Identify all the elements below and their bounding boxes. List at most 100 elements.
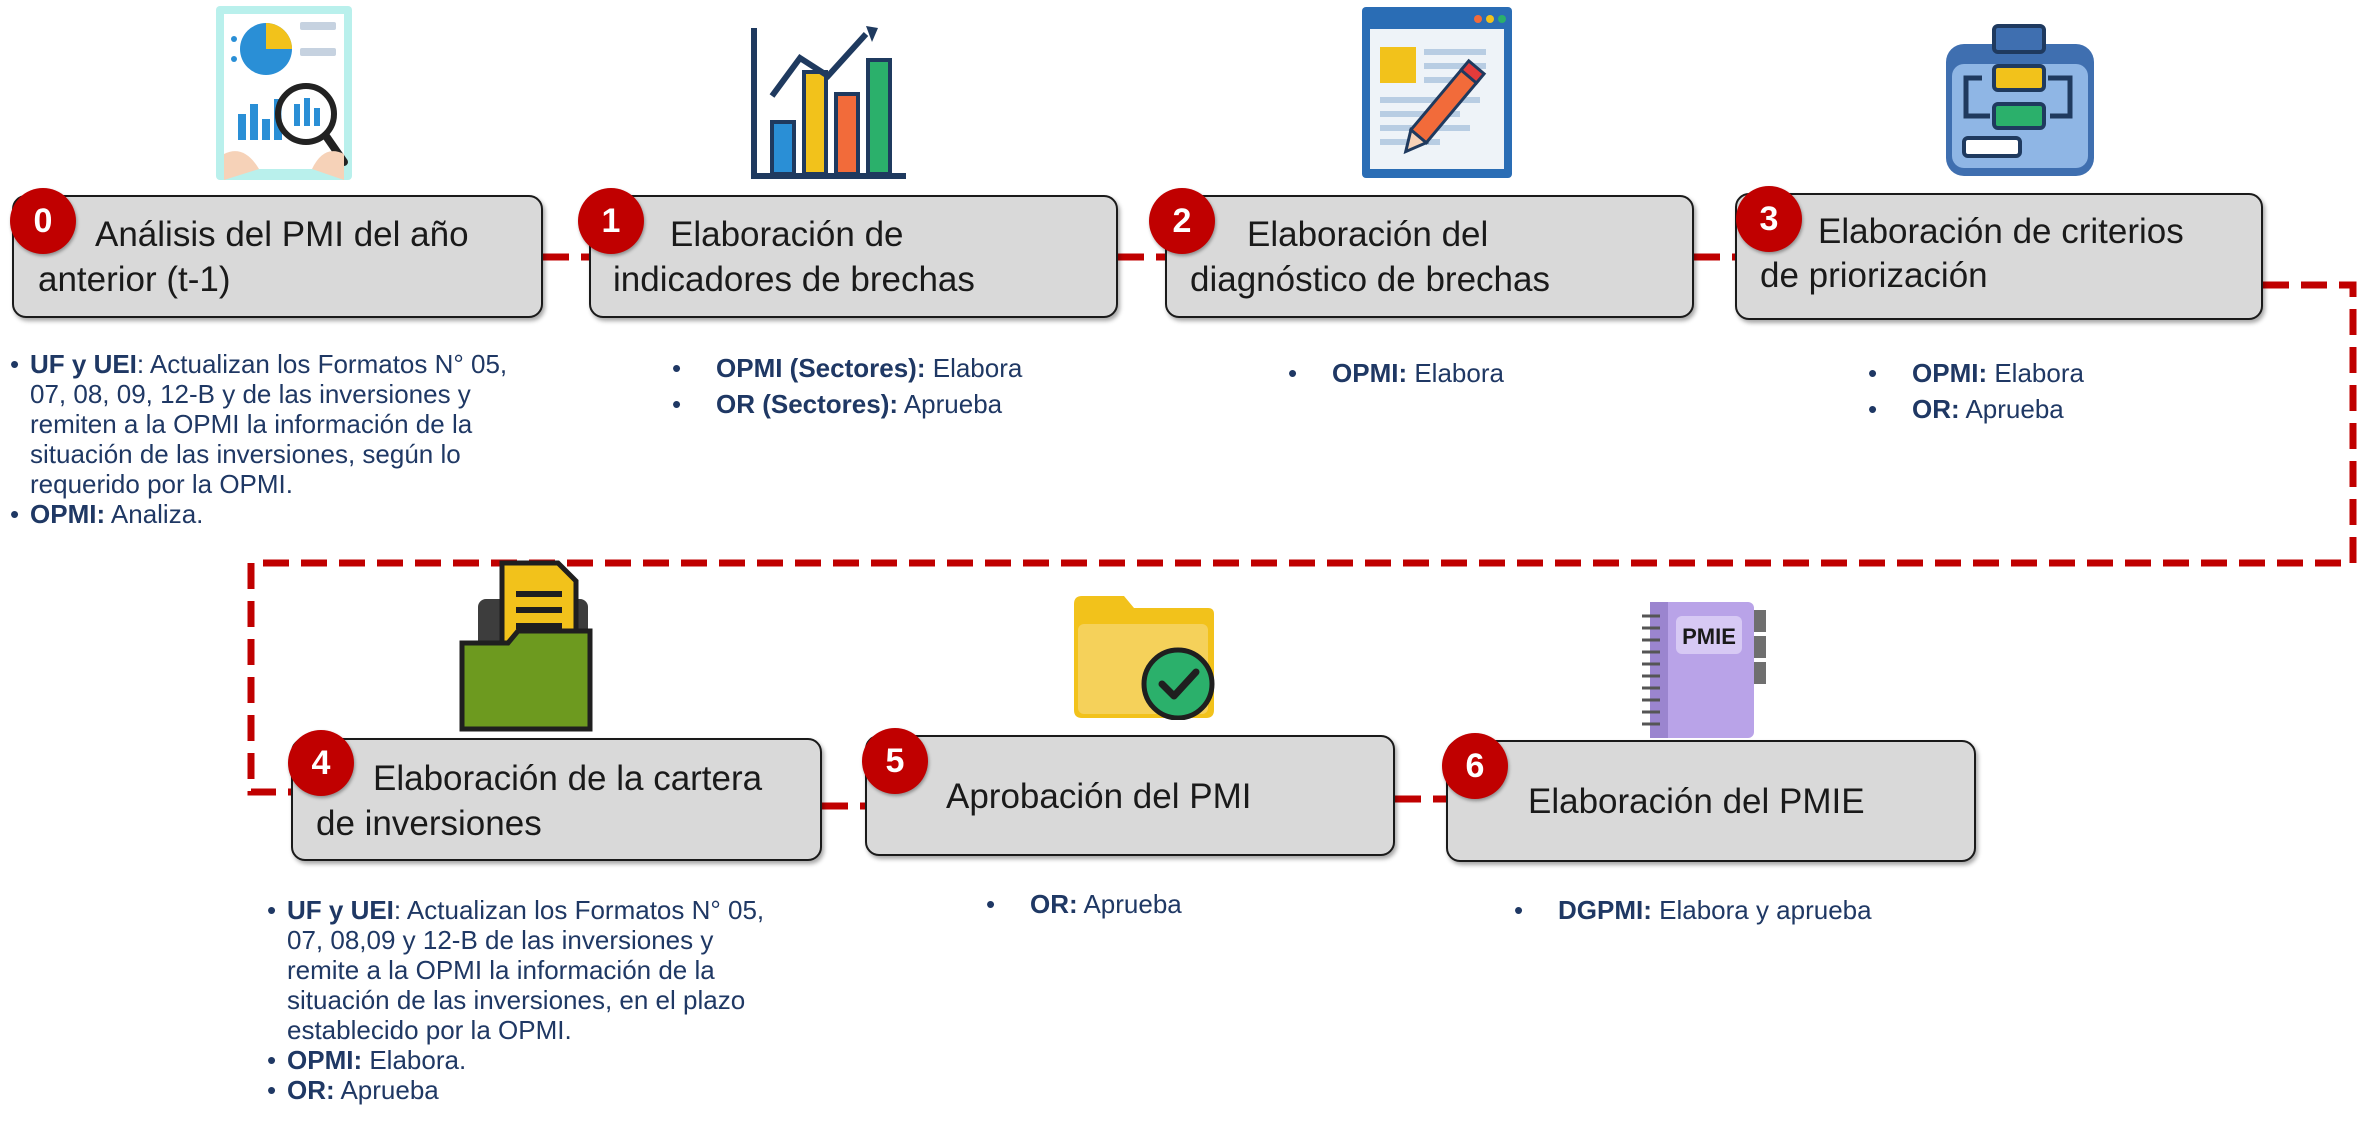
step-1-box bbox=[589, 195, 1118, 318]
step-3-description: • OPMI: Elabora • OR: Aprueba bbox=[1868, 358, 2084, 430]
description-text: Elabora bbox=[925, 353, 1023, 383]
description-text: Elabora. bbox=[362, 1045, 467, 1075]
description-line: •UF y UEI: Actualizan los Formatos N° 05… bbox=[10, 349, 507, 379]
connector-3-4 bbox=[247, 281, 2357, 796]
description-line: • UF y UEI: Actualizan los Formatos N° 05… bbox=[267, 895, 764, 925]
description-line: situación de las inversiones, en el plaz… bbox=[267, 985, 764, 1015]
description-line: establecido por la OPMI. bbox=[267, 1015, 764, 1045]
bullet-marker: • bbox=[986, 889, 996, 919]
description-text: situación de las inversiones, en el plaz… bbox=[287, 985, 746, 1015]
description-line: • OR: Aprueba bbox=[986, 889, 1182, 919]
bullet-marker: • bbox=[1514, 895, 1524, 925]
step-6-box bbox=[1446, 740, 1976, 862]
description-role: OR: bbox=[1030, 889, 1078, 919]
bullet-marker: • bbox=[1288, 358, 1298, 388]
step-4-badge: 4 bbox=[288, 730, 354, 796]
step-6-badge: 6 bbox=[1442, 733, 1508, 799]
step-3-badge: 3 bbox=[1736, 186, 1802, 252]
bar-chart-growth-icon bbox=[748, 24, 908, 180]
description-line: remiten a la OPMI la información de la bbox=[10, 409, 507, 439]
step-6-title-line-1: Elaboración del PMIE bbox=[1528, 782, 1865, 821]
description-line: •OR: Aprueba bbox=[267, 1075, 764, 1105]
document-pencil-icon bbox=[1360, 5, 1514, 180]
description-text: requerido por la OPMI. bbox=[30, 469, 294, 499]
description-text: Analiza. bbox=[105, 499, 204, 529]
step-6-description: • DGPMI: Elabora y aprueba bbox=[1514, 895, 1872, 931]
step-2-box bbox=[1165, 195, 1694, 318]
description-line: • DGPMI: Elabora y aprueba bbox=[1514, 895, 1872, 925]
description-line: • OR (Sectores): Aprueba bbox=[672, 389, 1022, 419]
step-0-badge: 0 bbox=[10, 188, 76, 254]
description-text: remite a la OPMI la información de la bbox=[287, 955, 715, 985]
folder-documents-icon bbox=[458, 557, 594, 733]
pmie-icon-label: PMIE bbox=[1682, 624, 1736, 649]
description-text: Aprueba bbox=[1077, 889, 1182, 919]
bullet-marker: • bbox=[267, 1075, 277, 1105]
flowchart-icon bbox=[1942, 24, 2098, 180]
description-line: • OPMI: Elabora bbox=[1288, 358, 1504, 388]
description-role: OPMI: bbox=[1912, 358, 1988, 388]
description-role: OPMI: bbox=[287, 1045, 363, 1075]
description-line: remite a la OPMI la información de la bbox=[267, 955, 764, 985]
folder-check-icon bbox=[1072, 594, 1216, 721]
description-text: Elabora bbox=[1407, 358, 1504, 388]
step-3-title-line-2: de priorización bbox=[1760, 256, 1988, 295]
description-line: • OPMI (Sectores): Elabora bbox=[672, 353, 1022, 383]
step-4-title-line-1: Elaboración de la cartera bbox=[373, 759, 763, 798]
description-line: • OPMI: Analiza. bbox=[10, 499, 507, 529]
description-line: • OPMI: Elabora. bbox=[267, 1045, 764, 1075]
step-1-description: • OPMI (Sectores): Elabora • OR (Sectores):… bbox=[672, 353, 1022, 425]
description-role: UF y UEI bbox=[30, 349, 137, 379]
description-role: OR: bbox=[1912, 394, 1960, 424]
step-3-title-line-1: Elaboración de criterios bbox=[1818, 212, 2184, 251]
description-text: remiten a la OPMI la información de la bbox=[30, 409, 473, 439]
description-text: 07, 08,09 y 12-B de las inversiones y bbox=[287, 925, 714, 955]
step-1-title-line-1: Elaboración de bbox=[670, 215, 904, 254]
bullet-marker: • bbox=[672, 353, 682, 383]
description-text: establecido por la OPMI. bbox=[287, 1015, 572, 1045]
description-role: OPMI (Sectores): bbox=[716, 353, 926, 383]
bullet-marker: • bbox=[1868, 358, 1878, 388]
step-4-box bbox=[291, 738, 822, 861]
step-0-box bbox=[12, 195, 543, 318]
description-line: • OPMI: Elabora bbox=[1868, 358, 2084, 388]
description-line: 07, 08,09 y 12-B de las inversiones y bbox=[267, 925, 764, 955]
bullet-marker: • bbox=[10, 499, 20, 529]
step-5-box bbox=[865, 735, 1395, 856]
description-line: requerido por la OPMI. bbox=[10, 469, 507, 499]
report-analysis-icon bbox=[214, 4, 354, 182]
description-text: : Actualizan los Formatos N° 05, bbox=[393, 895, 765, 925]
step-5-description: • OR: Aprueba bbox=[986, 889, 1182, 925]
pmie-notebook-icon: PMIE bbox=[1636, 602, 1782, 738]
bullet-marker: • bbox=[267, 895, 277, 925]
description-text: Elabora bbox=[1987, 358, 2084, 388]
description-text: 07, 08, 09, 12-B y de las inversiones y bbox=[30, 379, 471, 409]
description-role: OR (Sectores): bbox=[716, 389, 899, 419]
step-0-description: •UF y UEI: Actualizan los Formatos N° 05… bbox=[10, 349, 507, 529]
step-2-title-line-1: Elaboración del bbox=[1247, 215, 1489, 254]
step-0-title-line-2: anterior (t-1) bbox=[38, 260, 231, 299]
description-role: OPMI: bbox=[1332, 358, 1408, 388]
description-role: DGPMI: bbox=[1558, 895, 1652, 925]
description-text: Aprueba bbox=[1959, 394, 2064, 424]
step-5-title-line-1: Aprobación del PMI bbox=[946, 777, 1252, 816]
step-2-title-line-2: diagnóstico de brechas bbox=[1190, 260, 1550, 299]
description-line: • OR: Aprueba bbox=[1868, 394, 2084, 424]
step-1-badge: 1 bbox=[578, 188, 644, 254]
description-line: 07, 08, 09, 12-B y de las inversiones y bbox=[10, 379, 507, 409]
description-role: OPMI: bbox=[30, 499, 106, 529]
step-5-badge: 5 bbox=[862, 728, 928, 794]
description-line: situación de las inversiones, según lo bbox=[10, 439, 507, 469]
bullet-marker: • bbox=[267, 1045, 277, 1075]
step-2-description: • OPMI: Elabora bbox=[1288, 358, 1504, 394]
bullet-marker: • bbox=[672, 389, 682, 419]
bullet-marker: • bbox=[1868, 394, 1878, 424]
step-0-title-line-1: Análisis del PMI del año bbox=[95, 215, 469, 254]
description-text: Aprueba bbox=[898, 389, 1003, 419]
description-role: OR: bbox=[287, 1075, 335, 1105]
description-text: Elabora y aprueba bbox=[1651, 895, 1872, 925]
step-4-description: • UF y UEI: Actualizan los Formatos N° 05… bbox=[267, 895, 764, 1105]
description-role: UF y UEI bbox=[287, 895, 394, 925]
step-1-title-line-2: indicadores de brechas bbox=[613, 260, 975, 299]
